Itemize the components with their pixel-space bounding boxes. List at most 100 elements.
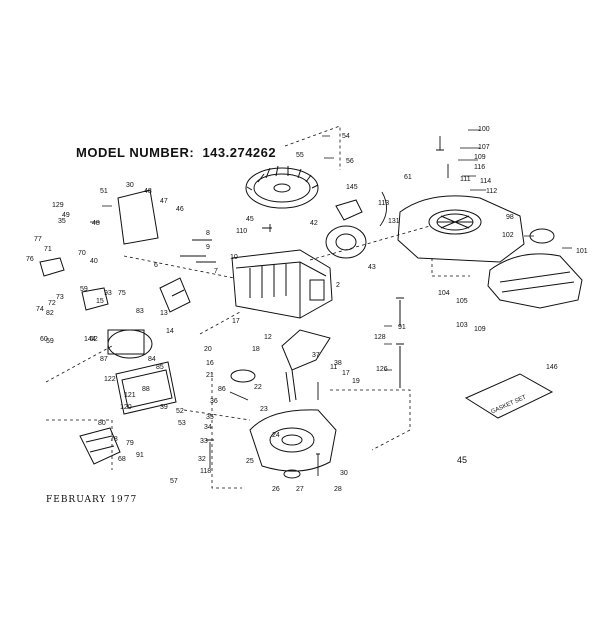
part-number-callout: 120 xyxy=(120,404,132,411)
part-number-callout: 35 xyxy=(58,218,66,225)
part-number-callout: 85 xyxy=(156,364,164,371)
part-number-callout: 59 xyxy=(80,286,88,293)
part-number-callout: 84 xyxy=(148,356,156,363)
part-number-callout: 6 xyxy=(154,262,158,269)
part-number-callout: 78 xyxy=(110,436,118,443)
part-number-callout: 131 xyxy=(388,218,400,225)
part-number-callout: 60 xyxy=(40,336,48,343)
part-number-callout: 20 xyxy=(204,346,212,353)
part-number-callout: 54 xyxy=(342,133,350,140)
part-number-callout: 38 xyxy=(334,360,342,367)
part-number-callout: 2 xyxy=(336,282,340,289)
part-number-callout: 121 xyxy=(124,392,136,399)
part-number-callout: 15 xyxy=(96,298,104,305)
revision-date: FEBRUARY 1977 xyxy=(46,495,138,505)
blower-housing-part xyxy=(397,195,525,263)
part-number-callout: 74 xyxy=(36,306,44,313)
fuel-tank-part xyxy=(487,228,583,309)
fasteners xyxy=(180,136,449,476)
part-number-callout: 86 xyxy=(218,386,226,393)
part-number-callout: 68 xyxy=(118,456,126,463)
part-number-callout: 37 xyxy=(312,352,320,359)
part-number-callout: 39 xyxy=(160,404,168,411)
governor-linkage-part xyxy=(39,189,191,313)
part-number-callout: 112 xyxy=(486,188,498,195)
part-number-callout: 35 xyxy=(206,414,214,421)
starter-part xyxy=(325,199,367,259)
part-number-callout: 47 xyxy=(160,198,168,205)
part-number-callout: 28 xyxy=(334,486,342,493)
part-number-callout: 30 xyxy=(126,182,134,189)
part-number-callout: 17 xyxy=(232,318,240,325)
part-number-callout: 118 xyxy=(200,468,212,475)
part-number-callout: 126 xyxy=(376,366,388,373)
part-number-callout: 91 xyxy=(398,324,406,331)
part-number-callout: 48 xyxy=(92,220,100,227)
part-number-callout: 22 xyxy=(254,384,262,391)
carburetor-part xyxy=(107,329,153,359)
part-number-callout: 61 xyxy=(404,174,412,181)
part-number-callout: 27 xyxy=(296,486,304,493)
part-number-callout: 33 xyxy=(200,438,208,445)
crankshaft-part xyxy=(230,329,331,403)
part-number-callout: 145 xyxy=(346,184,358,191)
part-number-callout: 109 xyxy=(474,326,486,333)
flywheel-part xyxy=(245,165,319,209)
part-number-callout: 11 xyxy=(330,364,338,371)
part-number-callout: 52 xyxy=(176,408,184,415)
air-filter-part xyxy=(115,361,177,415)
part-number-callout: 36 xyxy=(210,398,218,405)
part-number-callout: 110 xyxy=(236,228,248,235)
part-number-callout: 24 xyxy=(272,432,280,439)
part-number-callout: 98 xyxy=(506,214,514,221)
part-number-callout: 23 xyxy=(260,406,268,413)
part-number-callout: 72 xyxy=(48,300,56,307)
part-number-callout: 87 xyxy=(100,356,108,363)
part-number-callout: 116 xyxy=(474,164,486,171)
part-number-callout: 129 xyxy=(52,202,64,209)
part-number-callout: 55 xyxy=(296,152,304,159)
part-number-callout: 26 xyxy=(272,486,280,493)
part-number-callout: 88 xyxy=(142,386,150,393)
part-number-callout: 101 xyxy=(576,248,588,255)
part-number-callout: 102 xyxy=(502,232,514,239)
part-number-callout: 12 xyxy=(264,334,272,341)
model-number-heading: MODEL NUMBER: 143.274262 xyxy=(76,145,277,160)
part-number-callout: 76 xyxy=(26,256,34,263)
part-number-callout: 79 xyxy=(126,440,134,447)
part-number-callout: 34 xyxy=(204,424,212,431)
part-number-callout: 111 xyxy=(460,176,471,183)
part-number-callout: 14 xyxy=(166,328,174,335)
figure-number: 45 xyxy=(457,455,468,465)
part-number-callout: 49 xyxy=(62,212,70,219)
part-number-callout: 80 xyxy=(98,420,106,427)
label-leaders xyxy=(90,129,572,371)
part-number-callout: 91 xyxy=(136,452,144,459)
part-number-callout: 128 xyxy=(374,334,386,341)
part-number-callout: 13 xyxy=(160,310,168,317)
part-number-callout: 57 xyxy=(170,478,178,485)
part-number-callout: 10 xyxy=(230,254,238,261)
part-number-callout: 40 xyxy=(90,258,98,265)
part-number-callout: 21 xyxy=(206,372,214,379)
part-number-callout: 9 xyxy=(206,244,210,251)
part-number-callout: 105 xyxy=(456,298,468,305)
part-number-callout: 113 xyxy=(378,200,390,207)
part-number-callout: 16 xyxy=(206,360,214,367)
part-number-callout: 144 xyxy=(84,336,96,343)
dipstick-part xyxy=(396,297,404,388)
part-number-callout: 122 xyxy=(104,376,116,383)
part-number-callout: 32 xyxy=(198,456,206,463)
part-number-callout: 43 xyxy=(368,264,376,271)
part-number-callout: 59 xyxy=(46,338,54,345)
part-number-callout: 25 xyxy=(246,458,254,465)
muffler-part xyxy=(79,427,121,465)
part-number-callout: 42 xyxy=(310,220,318,227)
part-number-callout: 70 xyxy=(78,250,86,257)
part-number-callout: 7 xyxy=(214,268,218,275)
part-number-callout: 46 xyxy=(176,206,184,213)
part-number-callout: 107 xyxy=(478,144,490,151)
crankcase-cover-part xyxy=(249,409,337,479)
